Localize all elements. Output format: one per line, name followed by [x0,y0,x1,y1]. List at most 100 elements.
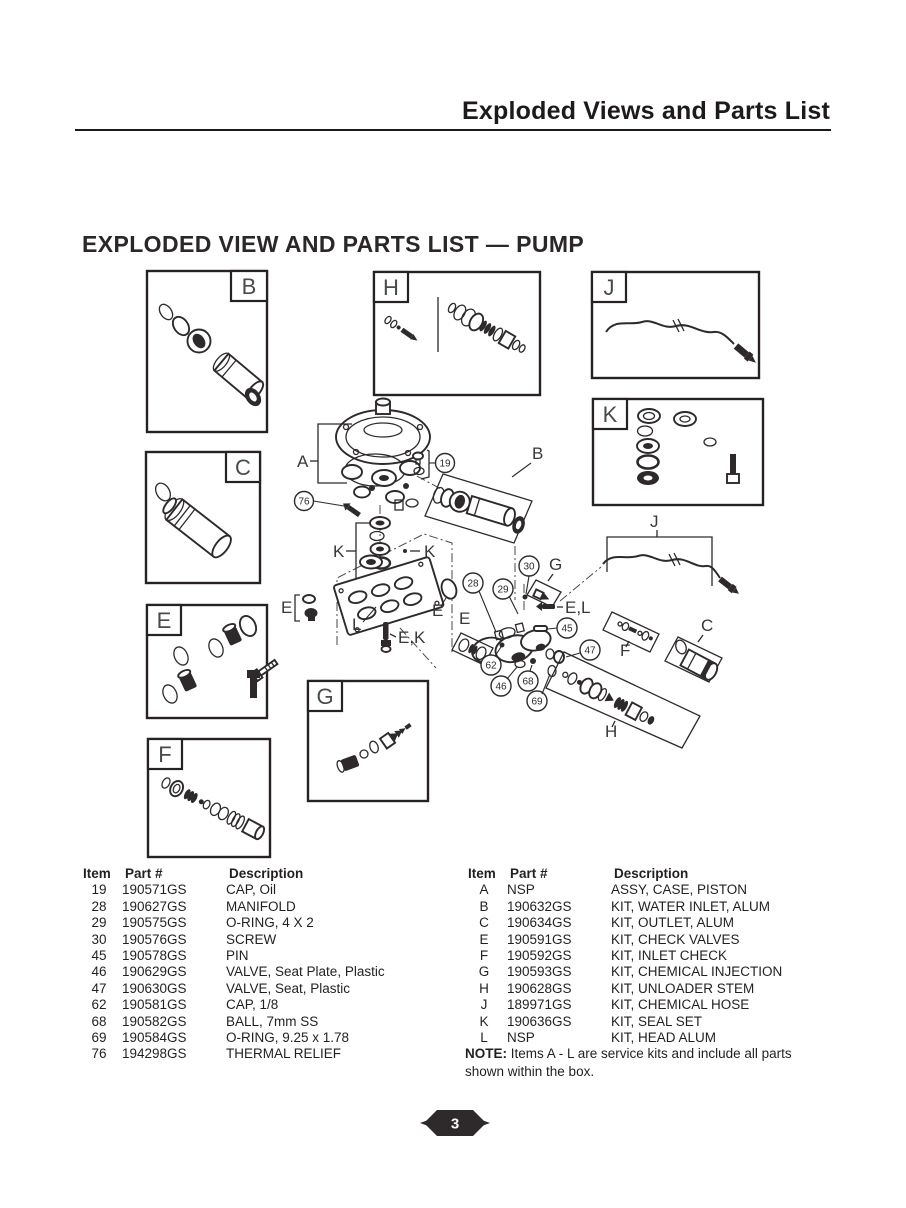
label-f: F [620,641,630,660]
label-a: A [297,452,309,471]
part-cell: 190632GS [507,898,572,914]
callout-62: 62 [480,642,505,676]
desc-cell: VALVE, Seat, Plastic [226,980,351,996]
chemical-injection-g-group: G [526,555,562,608]
item-cell: B [479,898,489,914]
desc-cell: KIT, UNLOADER STEM [611,980,755,996]
item-cell: 46 [91,964,107,980]
kit-box-j: J [590,270,761,380]
page-number: 3 [451,1116,459,1133]
label-k-left: K [333,542,345,561]
header-rule [75,129,831,131]
part-cell: 190627GS [122,898,187,914]
inlet-check-f-group: F [602,611,660,660]
label-el: E,L [565,598,591,617]
table-row: L NSP KIT, HEAD ALUM [465,1030,865,1046]
label-e-box: E [459,609,470,628]
col-header-item: Item [83,866,111,881]
part-cell: 190582GS [122,1013,187,1029]
part-cell: 190629GS [122,964,187,980]
kit-box-g-label: G [316,684,333,709]
desc-cell: CAP, 1/8 [226,997,279,1013]
part-cell: 190634GS [507,915,572,931]
item-cell: 19 [91,882,107,898]
callout-28: 28 [462,572,497,633]
part-cell: 190630GS [122,980,187,996]
label-k-right: K [424,542,436,561]
part-cell: 190576GS [122,931,187,947]
kit-box-c-label: C [235,455,251,480]
desc-cell: MANIFOLD [226,898,296,914]
svg-text:46: 46 [495,682,507,693]
part-cell: 190571GS [122,882,187,898]
item-cell: K [479,1013,489,1029]
note-text: Items A - L are service kits and include… [465,1046,792,1079]
chemical-hose-j-group: J [602,512,739,594]
kit-box-e: E [145,603,279,720]
desc-cell: THERMAL RELIEF [226,1046,342,1062]
outlet-c-group: C [664,616,723,683]
kit-box-f: F [146,737,272,859]
desc-cell: BALL, 7mm SS [226,1013,319,1029]
kit-box-k: K [591,397,765,507]
callout-45: 45 [533,617,578,639]
desc-cell: VALVE, Seat Plate, Plastic [226,964,385,980]
head-block-l: L [333,554,445,636]
label-l: L [352,615,361,634]
item-cell: H [479,980,489,996]
o-ring-e-mid: E [432,578,458,620]
part-cell: NSP [507,1030,535,1046]
desc-cell: KIT, HEAD ALUM [611,1030,717,1046]
callout-19: 19 [412,449,456,480]
label-e-mid: E [432,601,443,620]
item-cell: C [479,915,489,931]
part-cell: 190593GS [507,964,572,980]
svg-text:76: 76 [298,497,310,508]
item-cell: G [478,964,490,980]
service-kit-note: NOTE: Items A - L are service kits and i… [465,1045,817,1081]
kit-box-k-label: K [603,402,618,427]
kit-box-g: G [306,679,430,803]
kit-box-f-label: F [158,742,171,767]
part-cell: 190636GS [507,1013,572,1029]
item-cell: F [479,948,489,964]
svg-text:69: 69 [531,697,543,708]
svg-text:45: 45 [561,624,573,635]
table-row: 68 190582GS BALL, 7mm SS [80,1014,452,1030]
manifold-art [471,622,552,665]
svg-text:68: 68 [522,677,534,688]
kit-box-e-label: E [157,608,172,633]
item-cell: L [480,1030,488,1046]
callout-29: 29 [492,578,519,615]
part-cell: 190628GS [507,980,572,996]
label-j: J [650,512,659,531]
table-header-row: Item Part # Description [465,866,865,882]
table-row: 46 190629GS VALVE, Seat Plate, Plastic [80,964,452,980]
desc-cell: KIT, CHEMICAL HOSE [611,997,750,1013]
item-cell: 68 [91,1013,107,1029]
item-cell: E [479,931,489,947]
col-header-description: Description [614,866,689,881]
page-number-badge: 3 [420,1110,490,1136]
item-cell: A [479,882,489,898]
item-cell: 30 [91,931,107,947]
kit-box-h-label: H [383,275,399,300]
desc-cell: KIT, CHECK VALVES [611,931,740,947]
callout-76: 76 [293,490,345,512]
item-cell: 47 [91,980,107,996]
check-valve-e-left: E [281,594,318,622]
label-g: G [549,555,562,574]
part-cell: 190592GS [507,948,572,964]
